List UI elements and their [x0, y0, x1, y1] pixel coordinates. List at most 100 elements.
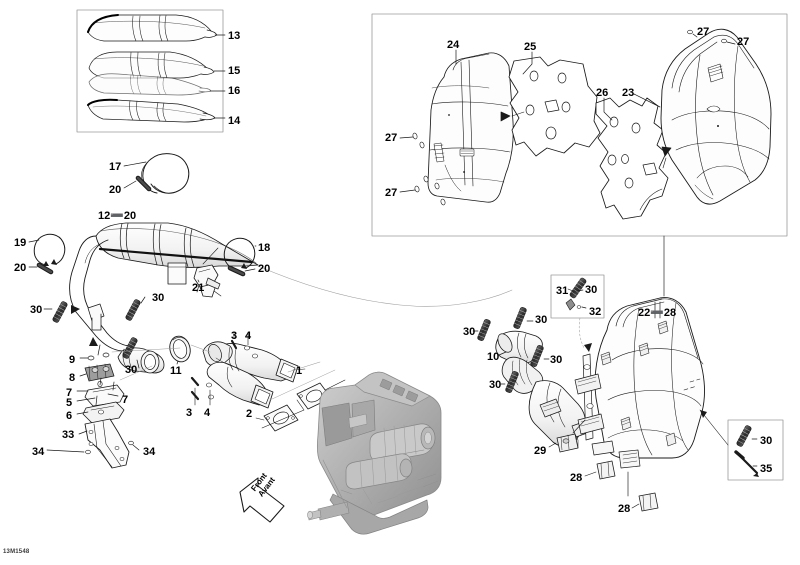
- callout-3-a: 3: [231, 330, 238, 342]
- callout-31: 31: [556, 285, 569, 297]
- routing-line-manifold: [287, 361, 321, 373]
- callout-23: 23: [622, 87, 635, 99]
- part-12-tuned-pipe-assembly: [69, 222, 259, 374]
- callout-17: 17: [109, 161, 122, 173]
- callout-9: 9: [69, 354, 76, 366]
- callout-15: 15: [228, 65, 241, 77]
- callout-30-b: 30: [30, 304, 43, 316]
- part-20-clamp-screw-a: [135, 175, 152, 192]
- leaders-30-right: [472, 320, 550, 385]
- routing-line-upper: [257, 265, 513, 307]
- callout-34-a: 34: [32, 446, 45, 458]
- callout-30-c: 30: [125, 364, 138, 376]
- routing-line-bracket: [119, 365, 153, 381]
- callout-28-b: 28: [618, 503, 631, 515]
- routing-line-ring: [190, 344, 211, 353]
- callout-30-h: 30: [585, 284, 598, 296]
- callout-34-b: 34: [143, 446, 156, 458]
- part-27-rivets-left: [412, 132, 446, 206]
- part-15-tuned-pipe-cone: [88, 51, 215, 79]
- callout-20-c: 20: [258, 263, 271, 275]
- drawing-number: 13M1548: [3, 549, 30, 555]
- leader-11: [176, 360, 179, 365]
- front-avant-arrow: Front Avant: [236, 471, 288, 524]
- callout-25: 25: [524, 41, 537, 53]
- part-16-tuned-pipe-inner-baffle: [88, 73, 212, 96]
- engine-block: [307, 371, 442, 535]
- callout-16: 16: [228, 85, 241, 97]
- callout-18: 18: [258, 242, 271, 254]
- arrow-inset-small: [584, 343, 592, 352]
- part-6-mounting-plate-lower: [82, 401, 125, 424]
- callout-27-a: 27: [697, 26, 710, 38]
- part-20-clamp-screw-b: [36, 262, 54, 275]
- leader-21-to-pipe: [202, 247, 219, 265]
- callout-7-a: 7: [66, 387, 73, 399]
- leaders-right-assembly: [548, 301, 661, 509]
- part-3-4-studs-upper: [230, 339, 258, 359]
- leader-21: [196, 279, 200, 293]
- callout-13: 13: [228, 30, 241, 42]
- leaders-clamp-17: [123, 161, 147, 189]
- callout-32: 32: [589, 306, 602, 318]
- callout-12-to-20: 12➖20: [98, 210, 137, 222]
- part-1-exhaust-manifold: [202, 341, 299, 409]
- leaders-brackets: [46, 344, 140, 453]
- leaders-clamp-18: [244, 245, 257, 272]
- part-24-muffler-inner-shell: [427, 52, 514, 203]
- part-32-washer: [565, 298, 582, 311]
- part-9-mount-screws: [87, 352, 110, 361]
- callout-35: 35: [760, 463, 773, 475]
- part-14-tuned-pipe-shell-lower: [86, 98, 216, 123]
- leaders-inset-small: [567, 288, 587, 309]
- part-11-sealing-ring: [169, 335, 191, 363]
- part-28-rubber-mounts: [596, 460, 659, 512]
- part-25-muffler-baffle-upper: [508, 56, 601, 157]
- part-20-clamp-screw-c: [227, 265, 246, 277]
- leaders-30-left: [43, 296, 146, 369]
- part-27-rivets-top: [687, 29, 727, 44]
- callout-11: 11: [170, 365, 182, 377]
- part-8-rubber-mount-block: [84, 363, 115, 382]
- part-35-self-tapping-screw: [734, 450, 759, 477]
- callout-10: 10: [487, 351, 500, 363]
- callout-4-a: 4: [245, 330, 252, 342]
- part-22-muffler-assembly: [574, 297, 705, 469]
- callout-19: 19: [14, 237, 27, 249]
- arrow-to-muffler: [700, 410, 707, 418]
- callout-24: 24: [447, 39, 460, 51]
- callout-5: 5: [66, 397, 73, 409]
- callout-7-b: 7: [122, 394, 129, 406]
- part-13-tuned-pipe-shell-upper: [86, 13, 218, 42]
- callout-27-b: 27: [737, 36, 750, 48]
- callout-14: 14: [228, 115, 241, 127]
- callout-30-i: 30: [760, 435, 773, 447]
- assembly-arrows-left: [71, 305, 98, 346]
- callout-6: 6: [66, 410, 73, 422]
- part-33-support-bracket: [84, 418, 130, 469]
- callout-30-g: 30: [489, 379, 502, 391]
- assembly-arrows-shields: [500, 111, 672, 169]
- part-19-clamp-small-left: [33, 233, 66, 266]
- callout-27-c: 27: [385, 132, 398, 144]
- leader-inset-small-to-assembly: [578, 317, 585, 349]
- callout-30-d: 30: [463, 326, 476, 338]
- callout-29: 29: [534, 445, 547, 457]
- callout-4-b: 4: [204, 407, 211, 419]
- callout-20-a: 20: [109, 184, 122, 196]
- routing-line-manifold-2: [269, 369, 336, 401]
- callout-30-e: 30: [535, 314, 548, 326]
- part-26-muffler-baffle-lower: [595, 97, 669, 220]
- part-29-support-clip: [556, 433, 579, 453]
- inset-box-fasteners-small: [550, 274, 605, 319]
- leaders-inset-right: [751, 438, 758, 467]
- callout-1: 1: [296, 365, 303, 377]
- callout-33: 33: [62, 429, 75, 441]
- leaders-clamp-19: [28, 239, 40, 268]
- callout-30-a: 30: [152, 292, 165, 304]
- routing-line-pipe-ring: [111, 347, 181, 353]
- callout-30-f: 30: [550, 354, 563, 366]
- part-23-muffler-outer-shell: [660, 28, 772, 205]
